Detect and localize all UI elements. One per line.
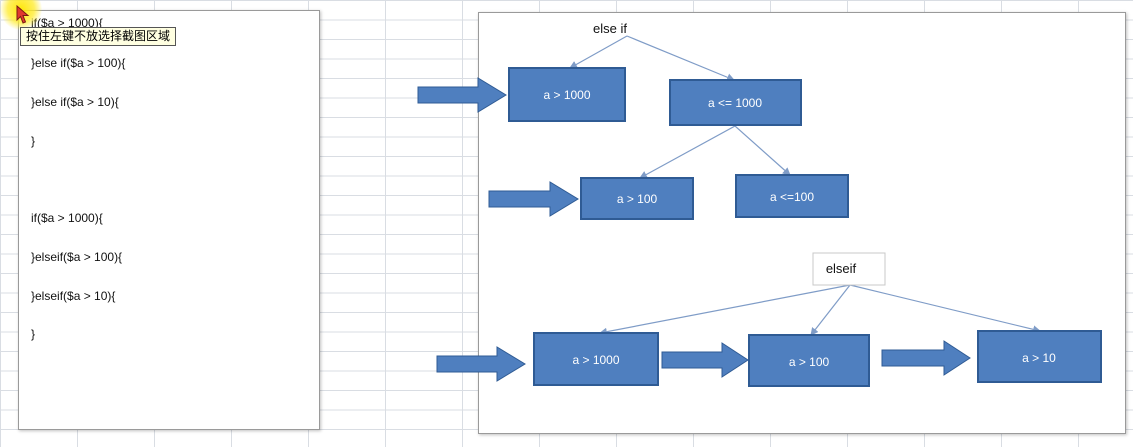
cursor-icon [16, 5, 30, 24]
screenshot-tooltip: 按住左键不放选择截图区域 [20, 27, 177, 46]
code-line: }elseif($a > 100){ [31, 250, 123, 264]
node-label: a > 10 [1022, 351, 1056, 365]
connector-line [734, 125, 791, 176]
bottom-tree-node-3: a > 10 [977, 330, 1102, 383]
code-line: if($a > 1000){ [31, 211, 103, 225]
top-tree-connectors [569, 35, 791, 179]
node-label: a > 1000 [572, 353, 619, 367]
block-arrows [417, 77, 971, 382]
right-arrow [661, 342, 749, 378]
top-tree-node-4: a <=100 [735, 174, 849, 218]
code-line: } [31, 134, 36, 148]
connector-line [639, 125, 736, 179]
connector-line [569, 35, 628, 69]
connector-line [849, 284, 1041, 334]
bottom-tree-root-label: elseif [826, 261, 857, 276]
right-arrow [417, 77, 507, 113]
code-panel: if($a > 1000){ }else if($a > 100){ }else… [18, 10, 320, 430]
bottom-tree-node-2: a > 100 [748, 334, 870, 387]
code-line: }else if($a > 10){ [31, 95, 119, 109]
connector-line [810, 284, 851, 336]
node-label: a > 100 [789, 355, 830, 369]
right-arrow [881, 340, 971, 376]
code-line: } [31, 327, 36, 341]
bottom-tree-connectors [599, 284, 1041, 336]
code-line: }elseif($a > 10){ [31, 289, 116, 303]
top-tree-node-3: a > 100 [580, 177, 694, 220]
top-tree-node-2: a <= 1000 [669, 79, 802, 126]
connector-line [599, 284, 851, 336]
right-arrow [436, 346, 526, 382]
right-arrow [488, 181, 579, 217]
node-label: a > 1000 [543, 88, 590, 102]
node-label: a <=100 [770, 190, 814, 204]
node-label: a > 100 [617, 192, 658, 206]
top-tree-node-1: a > 1000 [508, 67, 626, 122]
top-tree-root-label: else if [593, 21, 627, 36]
connector-line [626, 35, 735, 82]
bottom-tree-node-1: a > 1000 [533, 332, 659, 386]
code-line: }else if($a > 100){ [31, 56, 126, 70]
node-label: a <= 1000 [708, 96, 762, 110]
bottom-tree-root: elseif [812, 252, 886, 286]
